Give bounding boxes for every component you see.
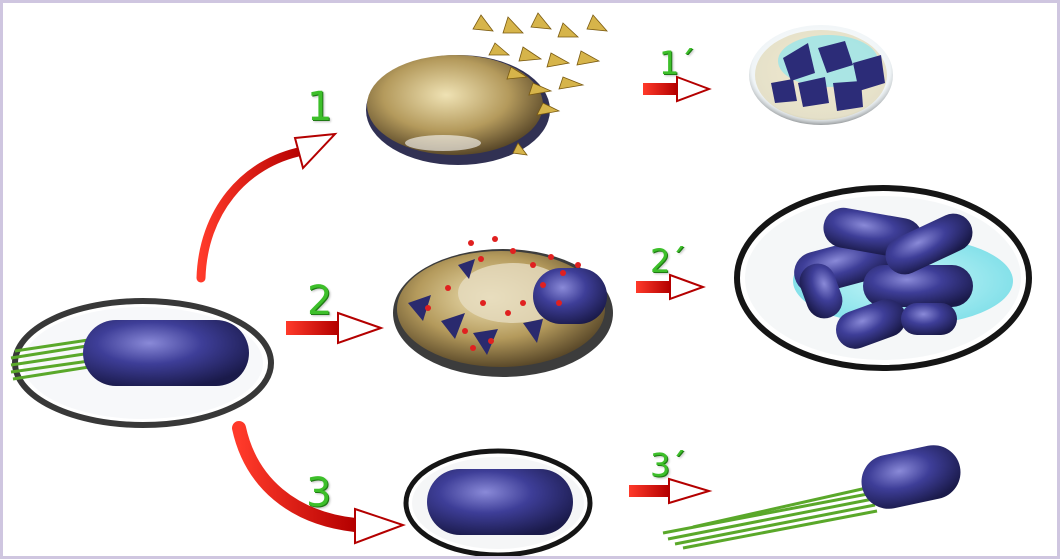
result-label-1: 1´ <box>659 47 695 79</box>
path1-spiked-cell <box>366 13 607 165</box>
path-label-3: 3 <box>306 473 331 513</box>
path2-broken-cell <box>393 236 613 377</box>
arrow-path-2 <box>286 313 381 343</box>
path-label-2: 2 <box>307 281 332 321</box>
diagram-canvas <box>3 3 1057 556</box>
result-label-2: 2´ <box>650 245 686 277</box>
result3-motile-cell <box>663 440 966 548</box>
result2-multiplied-cells <box>737 188 1029 368</box>
path-label-1: 1 <box>307 87 332 127</box>
path3-cell-in-shell <box>406 451 590 555</box>
start-cell <box>11 301 271 425</box>
result3-bacterium <box>856 440 965 514</box>
path3-bacterium <box>427 469 573 535</box>
arrow-path-1 <box>201 134 335 278</box>
start-cell-bacterium <box>83 320 249 386</box>
result-label-3: 3´ <box>650 449 686 481</box>
result1-debris-shell <box>749 25 893 125</box>
